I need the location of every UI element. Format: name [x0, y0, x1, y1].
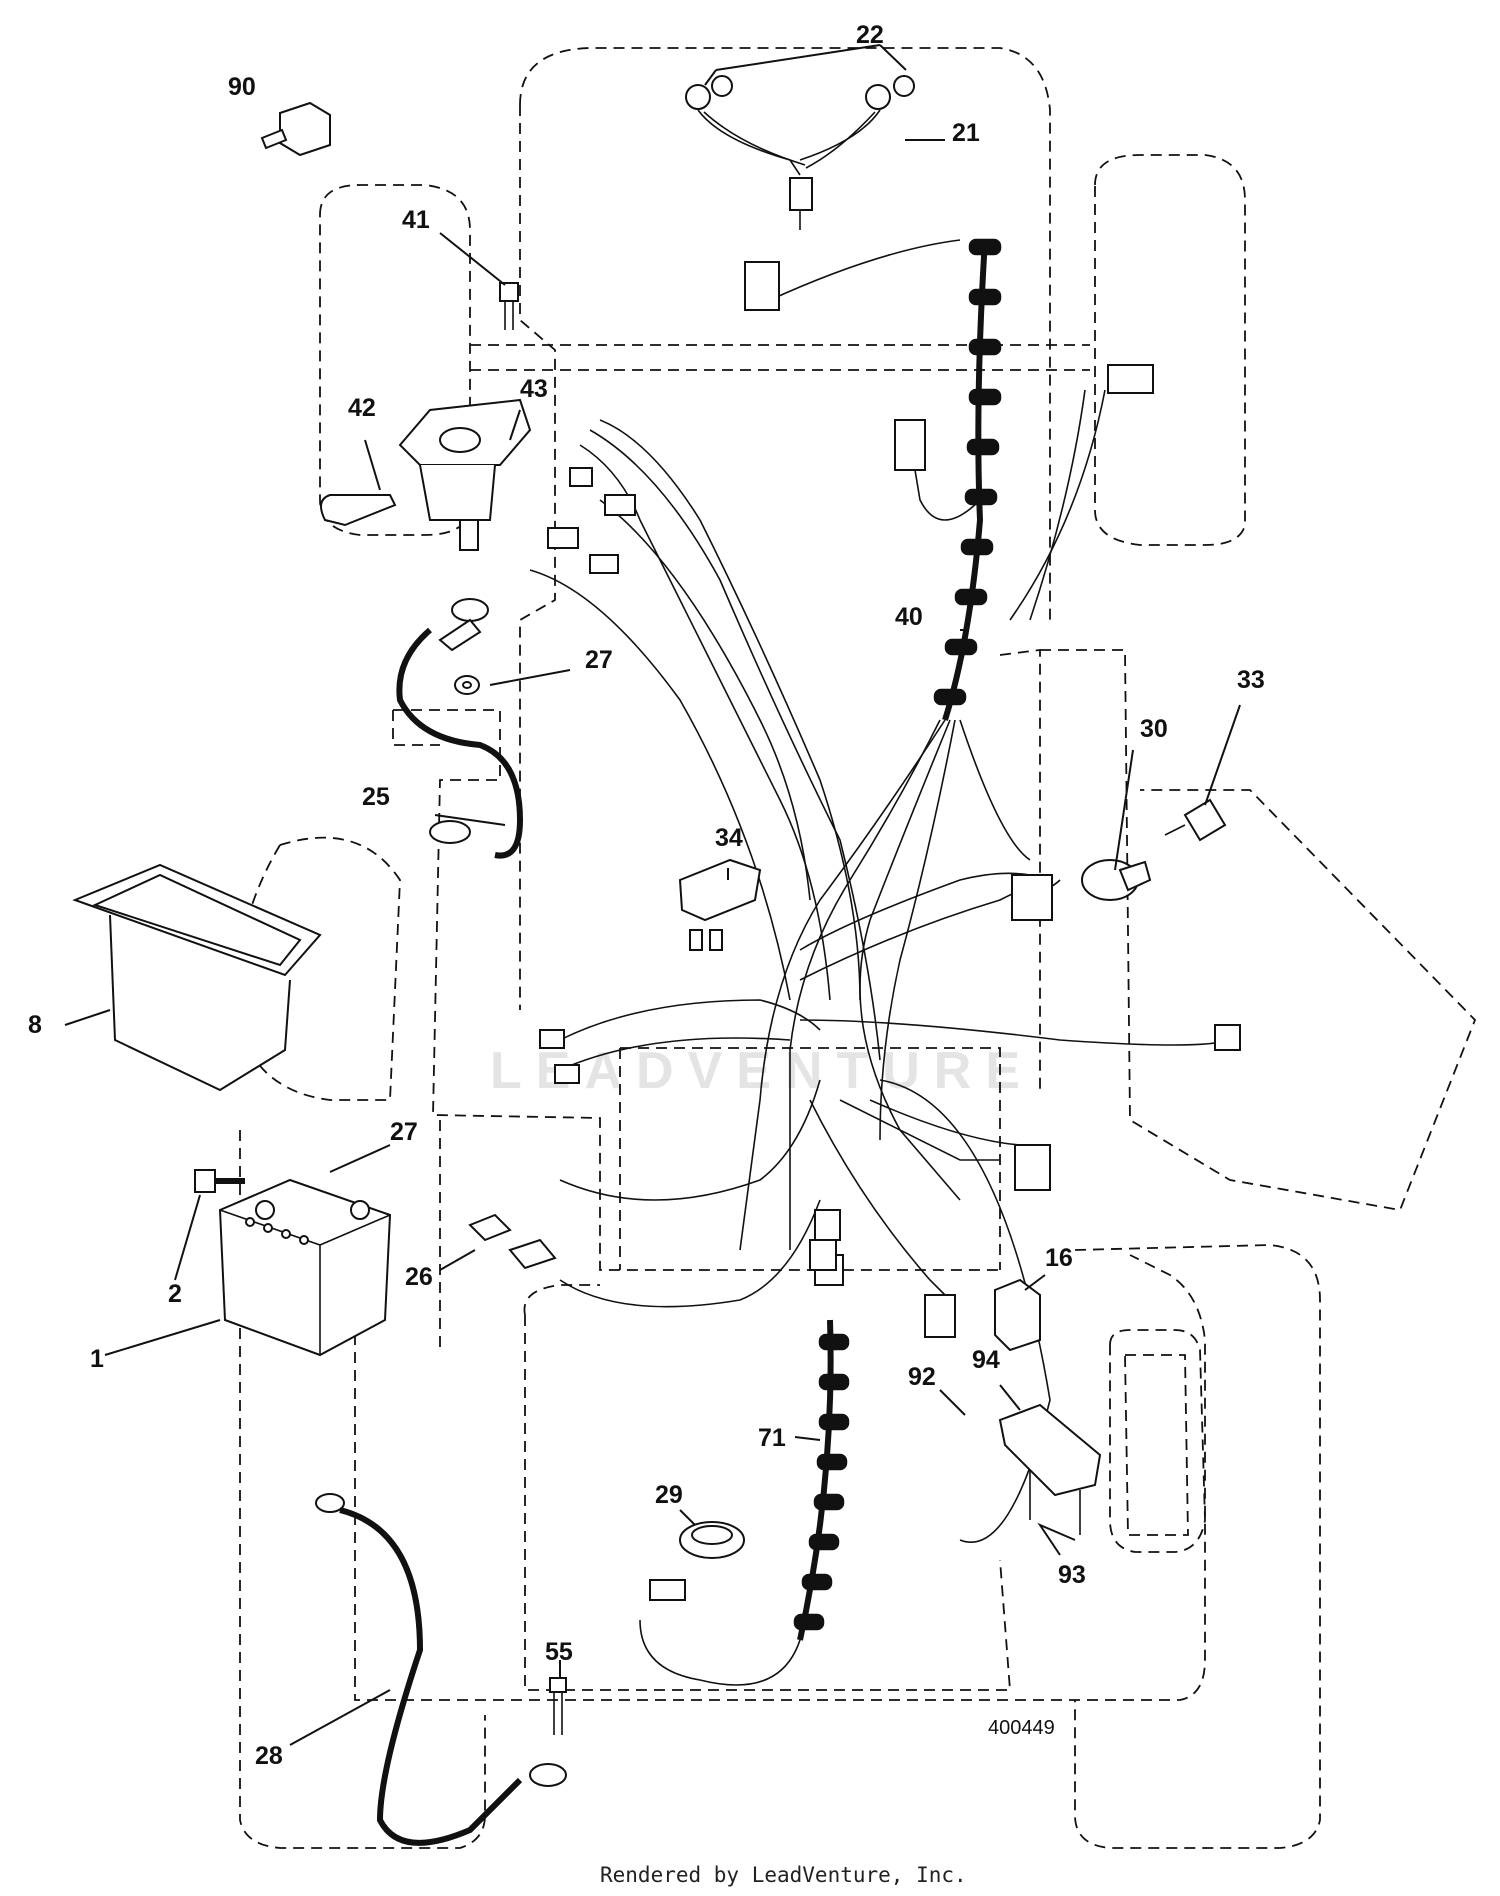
- callout-94: 94: [972, 1346, 1000, 1374]
- callout-90: 90: [228, 73, 256, 101]
- callout-92: 92: [908, 1363, 936, 1391]
- coil-40: [933, 238, 1002, 721]
- harness-connectors: [539, 364, 1241, 1338]
- cable-25: [396, 598, 524, 859]
- battery-1: [218, 1178, 392, 1357]
- button-29: [649, 1521, 745, 1601]
- callout-25: 25: [362, 783, 390, 811]
- screws-93: [1029, 1470, 1081, 1535]
- coil-40-rings: [933, 238, 1002, 706]
- callout-8: 8: [28, 1011, 42, 1039]
- callout-22: 22: [856, 21, 884, 49]
- headlight-assembly: [685, 75, 915, 230]
- callout-41: 41: [402, 206, 430, 234]
- callout-1: 1: [90, 1345, 104, 1373]
- battery-cells: [245, 1217, 309, 1245]
- relay-16: [994, 1278, 1041, 1352]
- part-90: [260, 101, 331, 157]
- module-94: [998, 1403, 1102, 1497]
- diagram-id: 400449: [988, 1717, 1055, 1739]
- callout-29: 29: [655, 1481, 683, 1509]
- callout-27b: 27: [390, 1118, 418, 1146]
- ignition-key-33: [1164, 798, 1227, 842]
- callout-34: 34: [715, 824, 743, 852]
- callout-26: 26: [405, 1263, 433, 1291]
- callout-42: 42: [348, 394, 376, 422]
- cable-28: [315, 1493, 567, 1846]
- callout-21: 21: [952, 119, 980, 147]
- callout-16: 16: [1045, 1244, 1073, 1272]
- callout-2: 2: [168, 1280, 182, 1308]
- ignition-switch-30: [1081, 859, 1152, 901]
- callout-55: 55: [545, 1638, 573, 1666]
- callout-93: 93: [1058, 1561, 1086, 1589]
- coil-71: [639, 1239, 850, 1686]
- leader-lines: [64, 44, 1241, 1746]
- coil-71-rings: [793, 1333, 850, 1631]
- switch-34: [678, 858, 762, 951]
- solenoid-43: [320, 398, 532, 551]
- fuse-26: [468, 1213, 557, 1270]
- callout-40: 40: [895, 603, 923, 631]
- main-harness: [529, 239, 1231, 1543]
- callout-71: 71: [758, 1424, 786, 1452]
- footer-credit: Rendered by LeadVenture, Inc.: [600, 1863, 967, 1887]
- bolt-41: [499, 282, 519, 330]
- washer-27: [454, 675, 480, 695]
- callout-27a: 27: [585, 646, 613, 674]
- callout-28: 28: [255, 1742, 283, 1770]
- bolt-55: [549, 1677, 567, 1735]
- callout-43: 43: [520, 375, 548, 403]
- callout-30: 30: [1140, 715, 1168, 743]
- callout-labels: 90 22 21 41 42 43 40 27 33 30 25 34 8 27…: [28, 21, 1265, 1770]
- bolt-2: [194, 1169, 245, 1193]
- callout-33: 33: [1237, 666, 1265, 694]
- tractor-outline: [234, 47, 1477, 1849]
- battery-tray-8: [72, 863, 322, 1092]
